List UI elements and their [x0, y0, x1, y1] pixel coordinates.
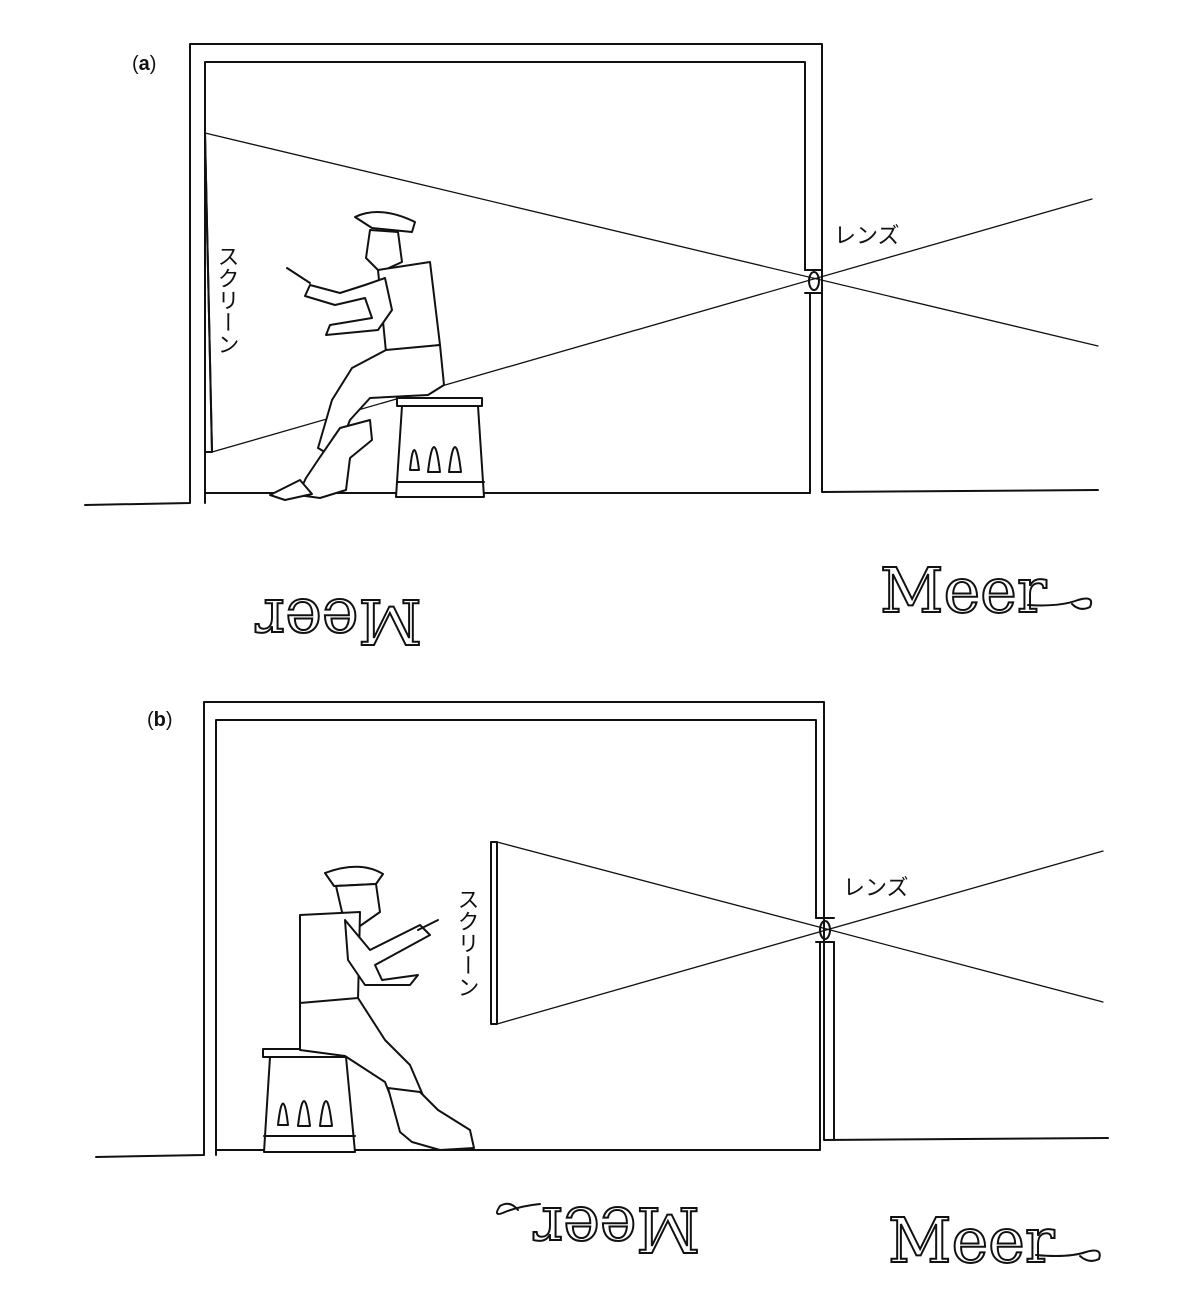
- panel-b: (b) スクリーン レンズ Meer Meer: [95, 701, 1109, 1278]
- signature-object: Meer: [888, 1204, 1055, 1277]
- screen: [490, 841, 498, 1025]
- signature-object: Meer: [880, 554, 1047, 627]
- light-ray-lower: [496, 850, 1104, 1025]
- ground-line: [95, 701, 1109, 1158]
- signature-flourish-inverted: [495, 1202, 541, 1215]
- signature-flourish: [1027, 597, 1093, 610]
- ground-line: [84, 43, 1099, 506]
- signature-flourish: [1035, 1249, 1101, 1262]
- light-ray-upper: [496, 841, 1104, 1003]
- panel-b-label: (b): [147, 709, 173, 731]
- screen-label: スクリーン: [214, 245, 239, 355]
- signature-image-inverted: Meer: [533, 1193, 700, 1266]
- stool: [395, 397, 485, 498]
- room-inner-wall: [215, 719, 817, 1156]
- lens-label: レンズ: [834, 224, 900, 249]
- painter-figure: [299, 865, 475, 1151]
- signature-image-inverted: Meer: [255, 585, 422, 658]
- panel-a: (a) スクリーン レンズ Meer Meer: [84, 43, 1099, 659]
- screen-label: スクリーン: [454, 888, 479, 998]
- panel-a-label: (a): [132, 53, 156, 75]
- light-ray-upper: [204, 132, 1099, 347]
- lens-icon: [808, 271, 820, 291]
- painter-figure: [269, 211, 445, 501]
- room-inner-wall: [204, 61, 806, 504]
- stool: [262, 1048, 356, 1153]
- lens-label: レンズ: [843, 876, 909, 901]
